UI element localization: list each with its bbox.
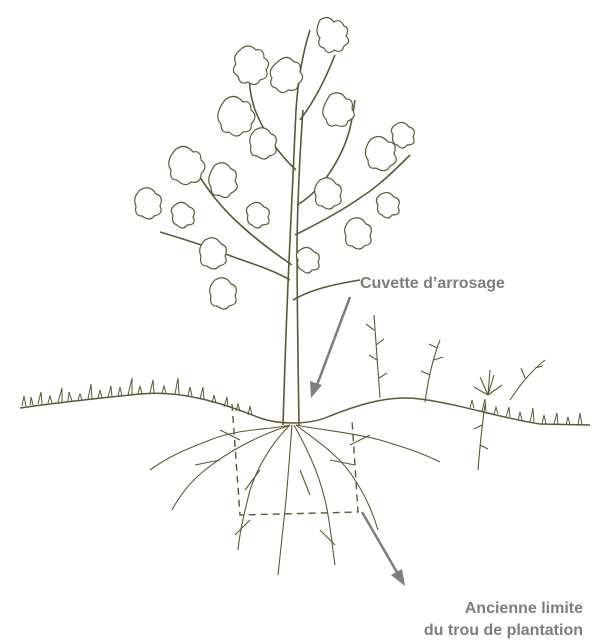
ground-line xyxy=(20,393,590,425)
watering-basin-label: Cuvette d’arrosage xyxy=(360,275,505,293)
tree-roots xyxy=(150,425,440,575)
old-hole-limit-line1: Ancienne limite xyxy=(424,598,583,620)
foliage xyxy=(135,17,415,309)
old-hole-limit-line2: du trou de plantation xyxy=(424,620,583,642)
weeds xyxy=(366,315,545,470)
old-hole-limit-label: Ancienne limite du trou de plantation xyxy=(424,598,583,642)
grass xyxy=(22,378,582,425)
